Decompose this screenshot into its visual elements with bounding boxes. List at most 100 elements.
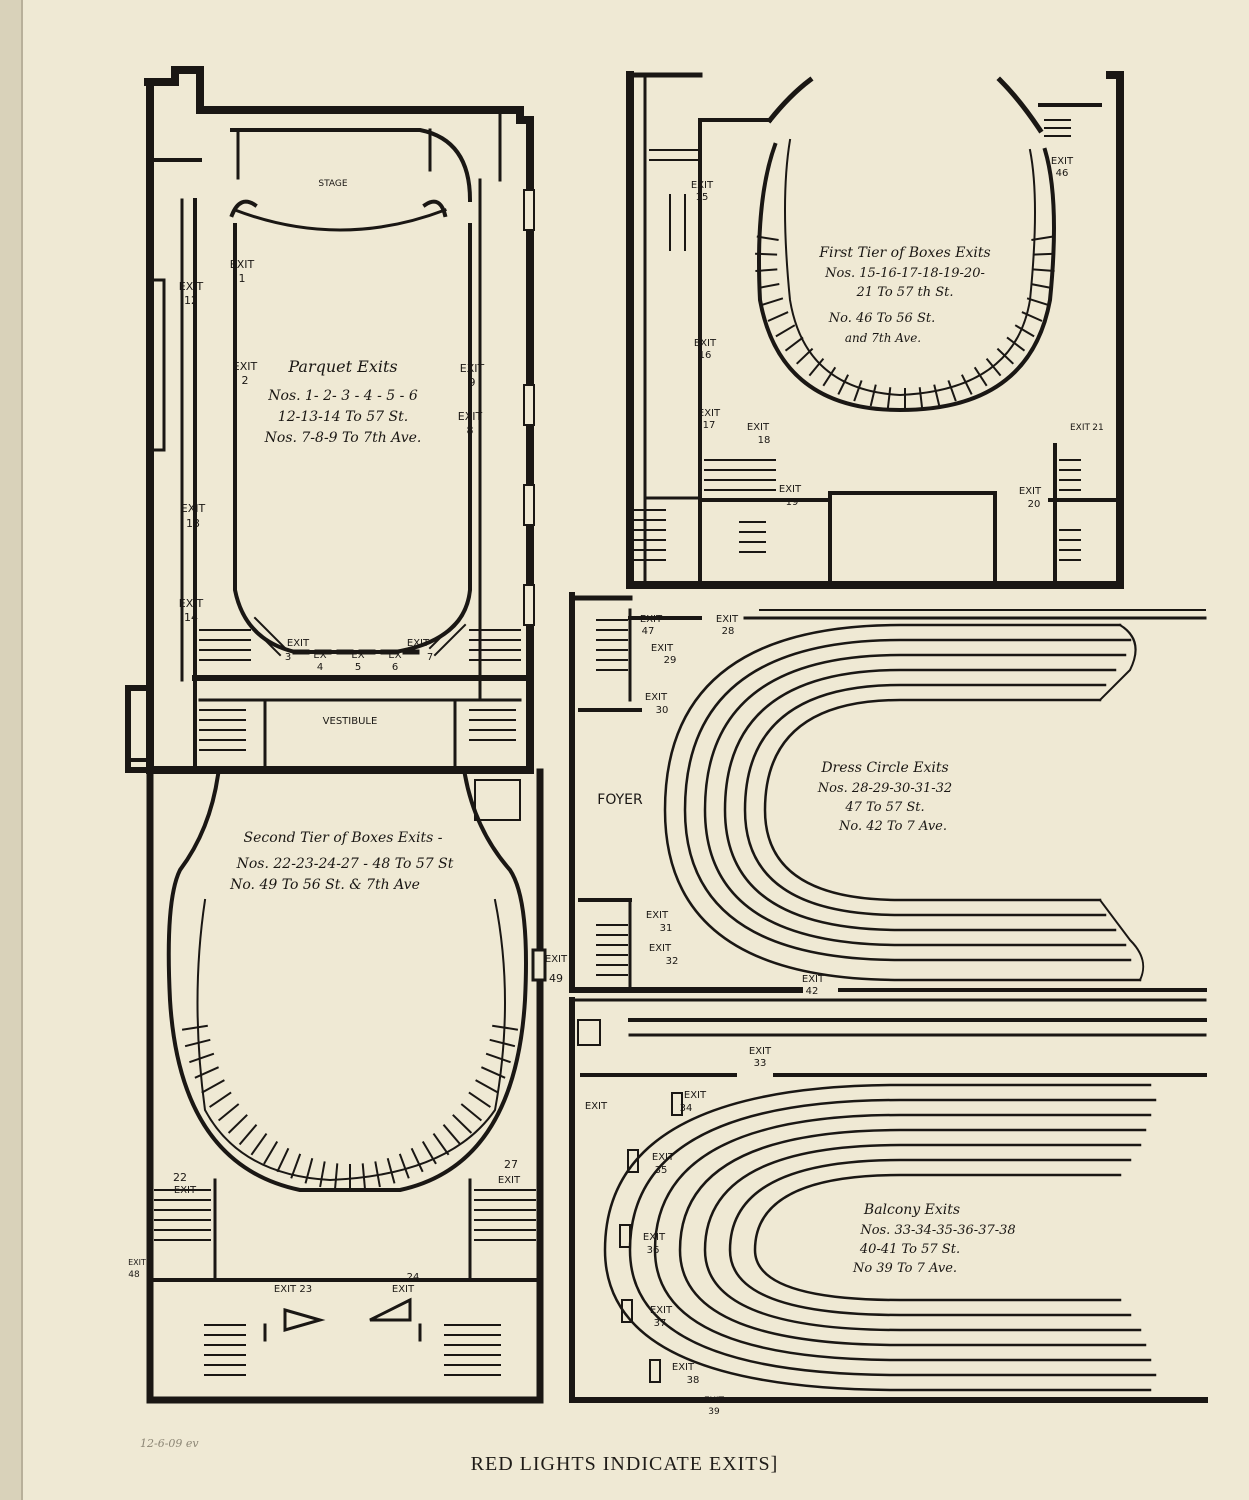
exit-36-label: EXIT bbox=[643, 1232, 666, 1243]
exit-17-number: 17 bbox=[703, 420, 716, 431]
box-partitions bbox=[181, 235, 1055, 1190]
dress-circle-line3: No. 42 To 7 Ave. bbox=[838, 819, 947, 834]
box-partition bbox=[442, 1124, 462, 1146]
box-partition bbox=[290, 1153, 302, 1179]
box-partition bbox=[757, 283, 780, 290]
box-partition bbox=[410, 1147, 424, 1173]
box-partition bbox=[933, 384, 941, 407]
box-partition bbox=[755, 268, 778, 272]
exit-33-number: 33 bbox=[754, 1058, 767, 1069]
exit-32-label: EXIT bbox=[649, 943, 672, 954]
box-partition bbox=[973, 366, 988, 387]
box-partition bbox=[201, 1079, 225, 1094]
box-partition bbox=[756, 235, 779, 241]
box-partition bbox=[1030, 283, 1053, 290]
box-partition bbox=[432, 1133, 450, 1156]
exit-13-label: EXIT bbox=[181, 502, 206, 515]
box-partition bbox=[238, 1124, 258, 1146]
box-partition bbox=[227, 1114, 248, 1134]
exit-39-number: 39 bbox=[708, 1407, 720, 1417]
box-partition bbox=[319, 1161, 326, 1188]
exit-36-number: 36 bbox=[647, 1245, 660, 1256]
box-partition bbox=[250, 1133, 268, 1156]
box-partition bbox=[837, 374, 849, 395]
box-partition bbox=[1032, 268, 1055, 272]
exit-14-label: EXIT bbox=[179, 597, 204, 610]
parquet-plan bbox=[125, 66, 535, 774]
exit-7-number: 7 bbox=[427, 652, 433, 663]
exit-17-label: EXIT bbox=[698, 408, 721, 419]
second-tier-labels: Second Tier of Boxes Exits - Nos. 22-23-… bbox=[128, 830, 568, 1295]
exit-21-number: 21 bbox=[1092, 423, 1103, 433]
exit-39-label: EXIT bbox=[704, 1396, 725, 1406]
exit-8-label: EXIT bbox=[458, 410, 483, 423]
exit-48-number: 48 bbox=[128, 1270, 140, 1280]
box-partition bbox=[1031, 235, 1054, 241]
exit-20-label: EXIT bbox=[1019, 486, 1042, 497]
exit-24-label: EXIT bbox=[392, 1284, 415, 1295]
box-partition bbox=[334, 1163, 339, 1190]
first-tier-line3: No. 46 To 56 St. bbox=[828, 311, 935, 326]
box-partition bbox=[767, 311, 789, 322]
box-partition bbox=[755, 252, 778, 256]
exit-47-label: EXIT bbox=[640, 614, 663, 625]
balcony-title: Balcony Exits bbox=[863, 1202, 960, 1218]
box-partition bbox=[784, 336, 804, 352]
stage-label: STAGE bbox=[318, 179, 347, 189]
exit-33-label: EXIT bbox=[749, 1046, 772, 1057]
box-partition bbox=[489, 1038, 516, 1048]
exit-12-number: 12 bbox=[184, 294, 198, 307]
exit-42-number: 42 bbox=[806, 986, 819, 997]
exit-49-number: 49 bbox=[549, 972, 563, 985]
exit-19-number: 19 bbox=[786, 497, 799, 508]
box-partition bbox=[822, 366, 837, 387]
first-tier-line1: Nos. 15-16-17-18-19-20- bbox=[824, 266, 985, 281]
exit-24-number: 24 bbox=[407, 1272, 420, 1283]
exit-12-label: EXIT bbox=[179, 280, 204, 293]
exit-32-number: 32 bbox=[666, 956, 679, 967]
exit-46-number: 46 bbox=[1056, 168, 1069, 179]
exit-18-number: 18 bbox=[758, 435, 771, 446]
exit-1-number: 1 bbox=[239, 272, 246, 285]
exit-31-label: EXIT bbox=[646, 910, 669, 921]
box-partition bbox=[386, 1158, 396, 1184]
exit-29-number: 29 bbox=[664, 655, 677, 666]
exit-22-number: 22 bbox=[173, 1171, 187, 1184]
exit-6-label: EX bbox=[388, 650, 401, 661]
exit-2-label: EXIT bbox=[233, 360, 258, 373]
parquet-title: Parquet Exits bbox=[287, 357, 397, 376]
exit-14-number: 14 bbox=[184, 611, 198, 624]
exit-13-number: 13 bbox=[186, 517, 200, 530]
box-partition bbox=[1032, 252, 1055, 256]
exit-2-number: 2 bbox=[242, 374, 249, 387]
box-partition bbox=[1006, 336, 1026, 352]
box-partition bbox=[796, 347, 814, 365]
box-partition bbox=[808, 357, 825, 377]
exit-38-number: 38 bbox=[687, 1375, 700, 1386]
exit-3-label: EXIT bbox=[287, 638, 310, 649]
box-partition bbox=[961, 374, 973, 395]
exit-27-number: 27 bbox=[504, 1158, 518, 1171]
box-partition bbox=[853, 380, 863, 402]
box-partition bbox=[374, 1161, 381, 1188]
second-tier-line1: Nos. 22-23-24-27 - 48 To 57 St bbox=[236, 856, 454, 872]
box-partition bbox=[918, 387, 924, 410]
dress-circle-labels: FOYER Dress Circle Exits Nos. 28-29-30-3… bbox=[597, 614, 952, 997]
exit-21-label: EXIT bbox=[1070, 423, 1091, 433]
exit-34-label: EXIT bbox=[684, 1090, 707, 1101]
dress-circle-plan bbox=[569, 592, 1207, 993]
balcony-line1: Nos. 33-34-35-36-37-38 bbox=[859, 1223, 1015, 1238]
exit-16-number: 16 bbox=[699, 350, 712, 361]
exit-16-label: EXIT bbox=[694, 338, 717, 349]
exit-20-number: 20 bbox=[1028, 499, 1041, 510]
exit-18-label: EXIT bbox=[747, 422, 770, 433]
foyer-label: FOYER bbox=[597, 792, 643, 808]
exit-31-number: 31 bbox=[660, 923, 673, 934]
exit-30-label: EXIT bbox=[645, 692, 668, 703]
exit-48-label: EXIT bbox=[128, 1258, 146, 1267]
balcony-plan bbox=[569, 997, 1208, 1403]
box-partition bbox=[492, 1024, 519, 1031]
box-partition bbox=[996, 347, 1014, 365]
exit-1-label: EXIT bbox=[230, 258, 255, 271]
